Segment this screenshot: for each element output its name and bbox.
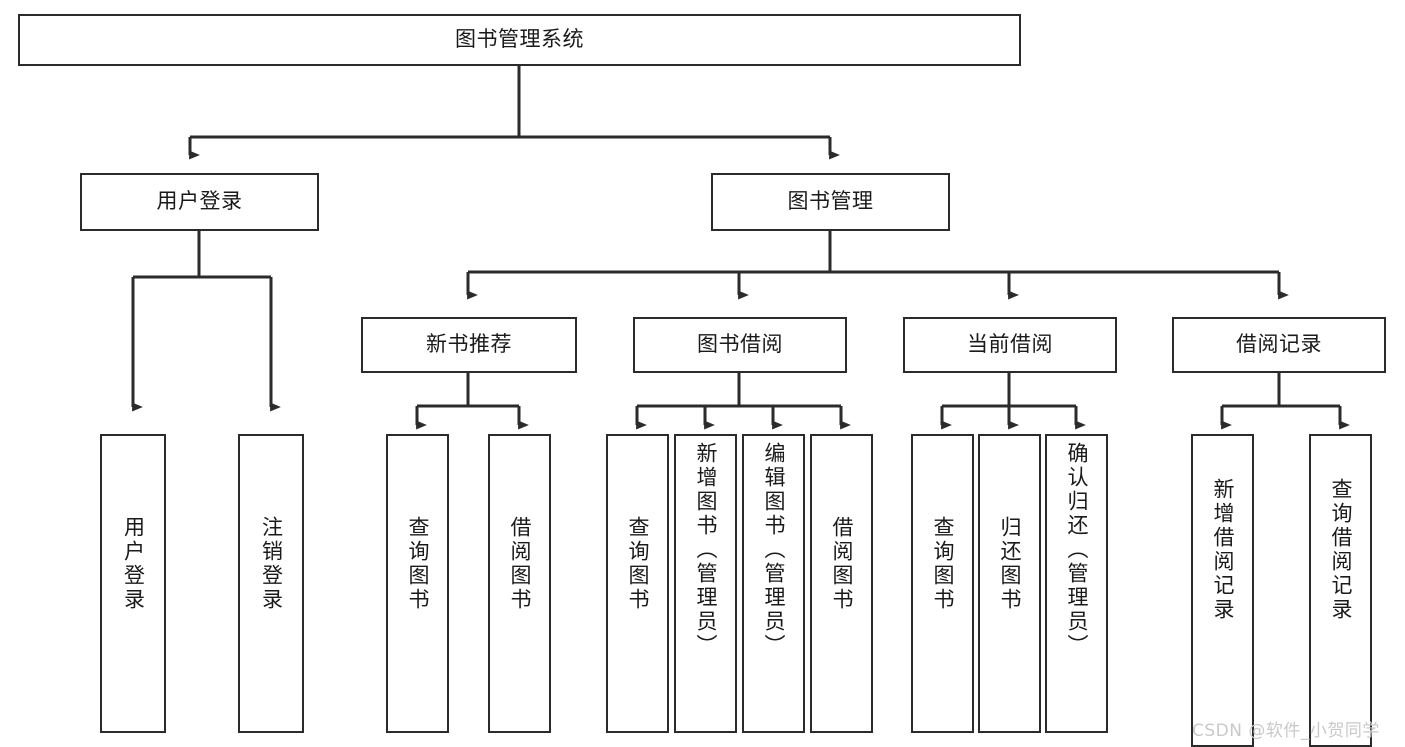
leaf-edit-book-admin[interactable]: 编辑图书（管理员）	[742, 434, 805, 733]
node-borrow-records-label: 借阅记录	[1236, 332, 1322, 357]
leaf-add-borrow-record[interactable]: 新增借阅记录	[1191, 434, 1254, 747]
leaf-query-borrow-record-label: 查询借阅记录	[1329, 478, 1353, 622]
leaf-confirm-return-admin-label: 确认归还（管理员）	[1065, 442, 1089, 658]
leaf-query-book-borrow-label: 查询图书	[626, 516, 650, 612]
leaf-edit-book-admin-label: 编辑图书（管理员）	[762, 442, 786, 658]
leaf-query-book-new[interactable]: 查询图书	[386, 434, 449, 733]
node-user-login[interactable]: 用户登录	[80, 173, 319, 231]
leaf-borrow-book-new-label: 借阅图书	[508, 516, 532, 612]
node-borrow-records[interactable]: 借阅记录	[1172, 317, 1386, 373]
leaf-confirm-return-admin[interactable]: 确认归还（管理员）	[1045, 434, 1108, 733]
leaf-query-book-new-label: 查询图书	[406, 516, 430, 612]
leaf-add-borrow-record-label: 新增借阅记录	[1211, 478, 1235, 622]
node-current-borrow-label: 当前借阅	[967, 332, 1053, 357]
leaf-add-book-admin-label: 新增图书（管理员）	[694, 442, 718, 658]
leaf-query-book-current[interactable]: 查询图书	[911, 434, 974, 733]
node-user-login-label: 用户登录	[156, 189, 243, 214]
node-current-borrow[interactable]: 当前借阅	[903, 317, 1117, 373]
leaf-add-book-admin[interactable]: 新增图书（管理员）	[674, 434, 737, 733]
node-root-label: 图书管理系统	[455, 27, 584, 52]
node-new-book-recommend[interactable]: 新书推荐	[361, 317, 577, 373]
leaf-return-book-label: 归还图书	[998, 516, 1022, 612]
node-book-borrow-label: 图书借阅	[697, 332, 783, 357]
watermark-text: CSDN @软件_小贺同学	[1192, 721, 1380, 741]
node-new-book-recommend-label: 新书推荐	[426, 332, 512, 357]
leaf-query-book-borrow[interactable]: 查询图书	[606, 434, 669, 733]
node-root[interactable]: 图书管理系统	[18, 14, 1021, 66]
leaf-query-book-current-label: 查询图书	[931, 516, 955, 612]
leaf-borrow-book-new[interactable]: 借阅图书	[488, 434, 551, 733]
leaf-query-borrow-record[interactable]: 查询借阅记录	[1309, 434, 1372, 747]
node-book-management-label: 图书管理	[787, 189, 874, 214]
node-book-management[interactable]: 图书管理	[711, 173, 950, 231]
leaf-borrow-book-borrow[interactable]: 借阅图书	[810, 434, 873, 733]
leaf-user-login[interactable]: 用户登录	[100, 434, 166, 733]
node-book-borrow[interactable]: 图书借阅	[633, 317, 847, 373]
leaf-borrow-book-borrow-label: 借阅图书	[830, 516, 854, 612]
leaf-logout-label: 注销登录	[259, 516, 284, 612]
leaf-user-login-label: 用户登录	[121, 516, 146, 612]
leaf-return-book[interactable]: 归还图书	[978, 434, 1041, 733]
watermark: CSDN @软件_小贺同学	[1192, 716, 1380, 741]
leaf-logout[interactable]: 注销登录	[238, 434, 304, 733]
